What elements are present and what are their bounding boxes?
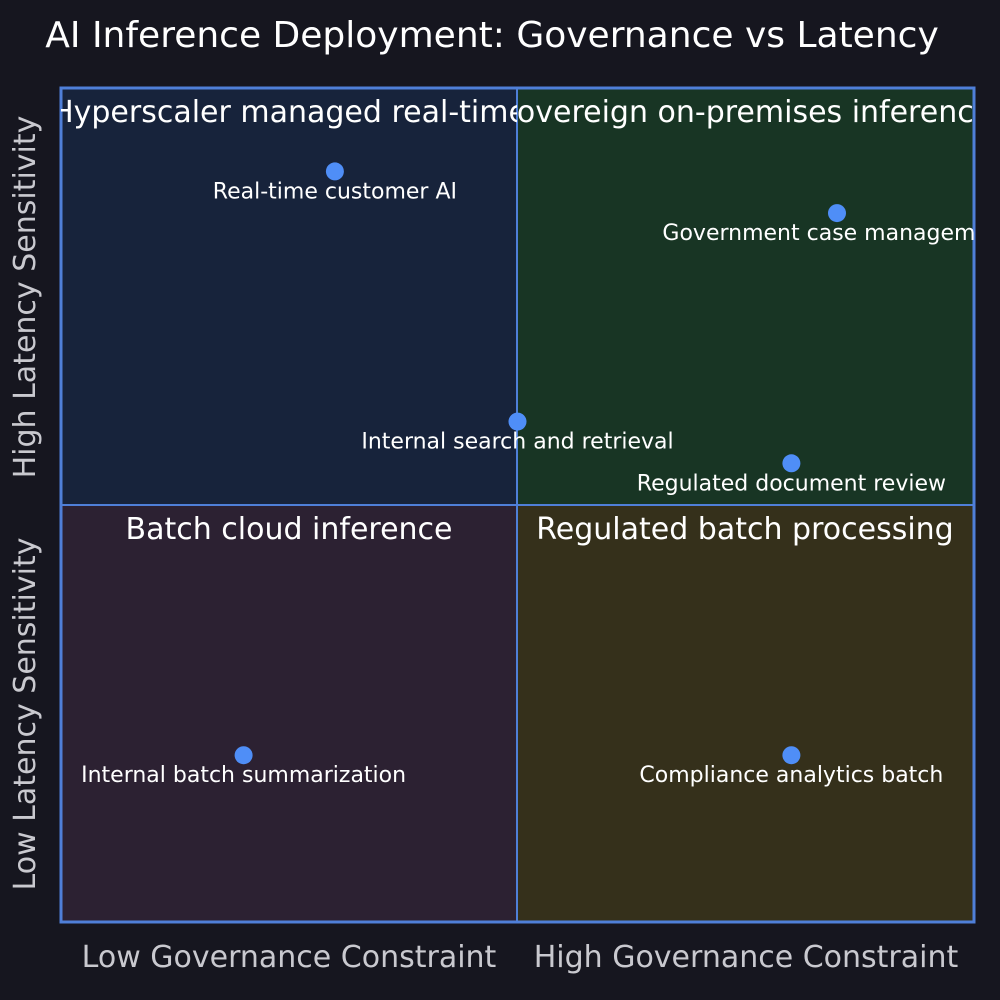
quadrant-top-left-area: [61, 88, 517, 505]
data-point: [828, 204, 846, 223]
data-point-label: Regulated document review: [637, 471, 946, 496]
y-axis-high-label: High Latency Sensitivity: [8, 116, 43, 479]
quadrant-label-top-right: Sovereign on-premises inference: [498, 95, 992, 130]
x-axis-high-label: High Governance Constraint: [534, 940, 959, 975]
data-point: [325, 162, 344, 181]
quadrant-bottom-left-area: [61, 505, 517, 922]
data-point-label: Real-time customer AI: [213, 179, 457, 204]
chart-title: AI Inference Deployment: Governance vs L…: [45, 15, 939, 56]
plot-frame: [59, 86, 976, 924]
data-point-label: Compliance analytics batch: [639, 763, 943, 788]
data-points: Real-time customer AI Government case man…: [81, 162, 1000, 788]
data-point: [782, 454, 801, 473]
data-point: [508, 412, 527, 431]
quadrant-label-top-left: Hyperscaler managed real-time: [51, 95, 527, 130]
quadrant-bottom-right-area: [517, 505, 974, 922]
quadrant-top-right-area: [517, 88, 974, 505]
quadrant-label-bottom-left: Batch cloud inference: [125, 512, 452, 547]
data-point-label: Government case management: [662, 221, 1000, 246]
x-axis-low-label: Low Governance Constraint: [82, 940, 497, 975]
data-point-label: Internal batch summarization: [81, 763, 406, 788]
quadrant-label-bottom-right: Regulated batch processing: [536, 512, 953, 547]
y-axis-low-label: Low Latency Sensitivity: [8, 538, 43, 891]
data-point: [234, 746, 253, 765]
data-point-label: Internal search and retrieval: [361, 430, 673, 455]
data-point: [782, 746, 801, 765]
